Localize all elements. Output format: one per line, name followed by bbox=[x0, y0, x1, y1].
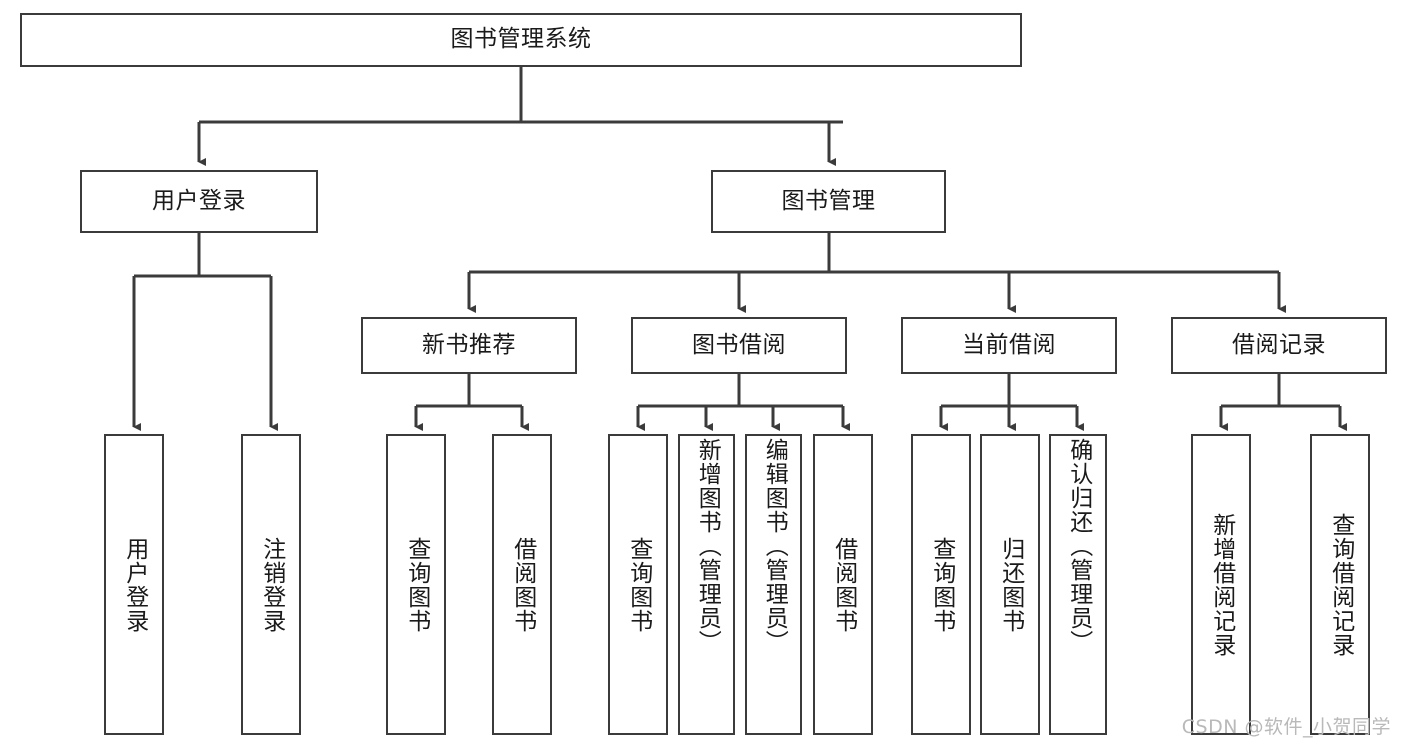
leaf-borrow-borrow-book-label: 借阅图书 bbox=[830, 536, 857, 633]
leaf-recommend-query-book[interactable]: 查询图书 bbox=[386, 434, 446, 735]
leaf-user-login-signin[interactable]: 用户登录 bbox=[104, 434, 164, 735]
leaf-record-add-record-label: 新增借阅记录 bbox=[1208, 512, 1235, 657]
watermark: CSDN @软件_小贺同学 bbox=[1181, 716, 1391, 738]
node-new-book-recommend-label: 新书推荐 bbox=[422, 331, 516, 358]
node-book-management[interactable]: 图书管理 bbox=[711, 170, 946, 233]
leaf-current-confirm-return-admin[interactable]: 确认归还（管理员） bbox=[1049, 434, 1107, 735]
leaf-user-login-signout-label: 注销登录 bbox=[258, 536, 285, 633]
leaf-recommend-query-book-label: 查询图书 bbox=[403, 536, 430, 633]
leaf-borrow-query-book[interactable]: 查询图书 bbox=[608, 434, 668, 735]
node-new-book-recommend[interactable]: 新书推荐 bbox=[361, 317, 577, 374]
node-root[interactable]: 图书管理系统 bbox=[20, 13, 1022, 67]
node-book-borrow[interactable]: 图书借阅 bbox=[631, 317, 847, 374]
node-user-login[interactable]: 用户登录 bbox=[80, 170, 318, 233]
node-borrow-record-label: 借阅记录 bbox=[1232, 331, 1326, 358]
leaf-recommend-borrow-book-label: 借阅图书 bbox=[509, 536, 536, 633]
node-current-borrow[interactable]: 当前借阅 bbox=[901, 317, 1117, 374]
leaf-record-add-record[interactable]: 新增借阅记录 bbox=[1191, 434, 1251, 735]
node-root-label: 图书管理系统 bbox=[450, 26, 592, 53]
leaf-borrow-borrow-book[interactable]: 借阅图书 bbox=[813, 434, 873, 735]
node-book-management-label: 图书管理 bbox=[781, 187, 876, 214]
leaf-current-query-book[interactable]: 查询图书 bbox=[911, 434, 971, 735]
leaf-user-login-signin-label: 用户登录 bbox=[121, 536, 148, 633]
leaf-record-query-record-label: 查询借阅记录 bbox=[1327, 512, 1354, 657]
node-borrow-record[interactable]: 借阅记录 bbox=[1171, 317, 1387, 374]
leaf-borrow-add-book-admin[interactable]: 新增图书（管理员） bbox=[678, 434, 735, 735]
leaf-borrow-add-book-admin-label: 新增图书（管理员） bbox=[694, 438, 721, 654]
leaf-borrow-edit-book-admin[interactable]: 编辑图书（管理员） bbox=[745, 434, 802, 735]
node-user-login-label: 用户登录 bbox=[152, 187, 246, 214]
node-book-borrow-label: 图书借阅 bbox=[692, 331, 786, 358]
leaf-recommend-borrow-book[interactable]: 借阅图书 bbox=[492, 434, 552, 735]
leaf-current-return-book-label: 归还图书 bbox=[997, 536, 1024, 633]
leaf-current-return-book[interactable]: 归还图书 bbox=[980, 434, 1040, 735]
leaf-record-query-record[interactable]: 查询借阅记录 bbox=[1310, 434, 1370, 735]
leaf-current-confirm-return-admin-label: 确认归还（管理员） bbox=[1065, 438, 1092, 654]
leaf-user-login-signout[interactable]: 注销登录 bbox=[241, 434, 301, 735]
leaf-borrow-query-book-label: 查询图书 bbox=[625, 536, 652, 633]
leaf-current-query-book-label: 查询图书 bbox=[928, 536, 955, 633]
leaf-borrow-edit-book-admin-label: 编辑图书（管理员） bbox=[761, 438, 788, 654]
node-current-borrow-label: 当前借阅 bbox=[962, 331, 1056, 358]
